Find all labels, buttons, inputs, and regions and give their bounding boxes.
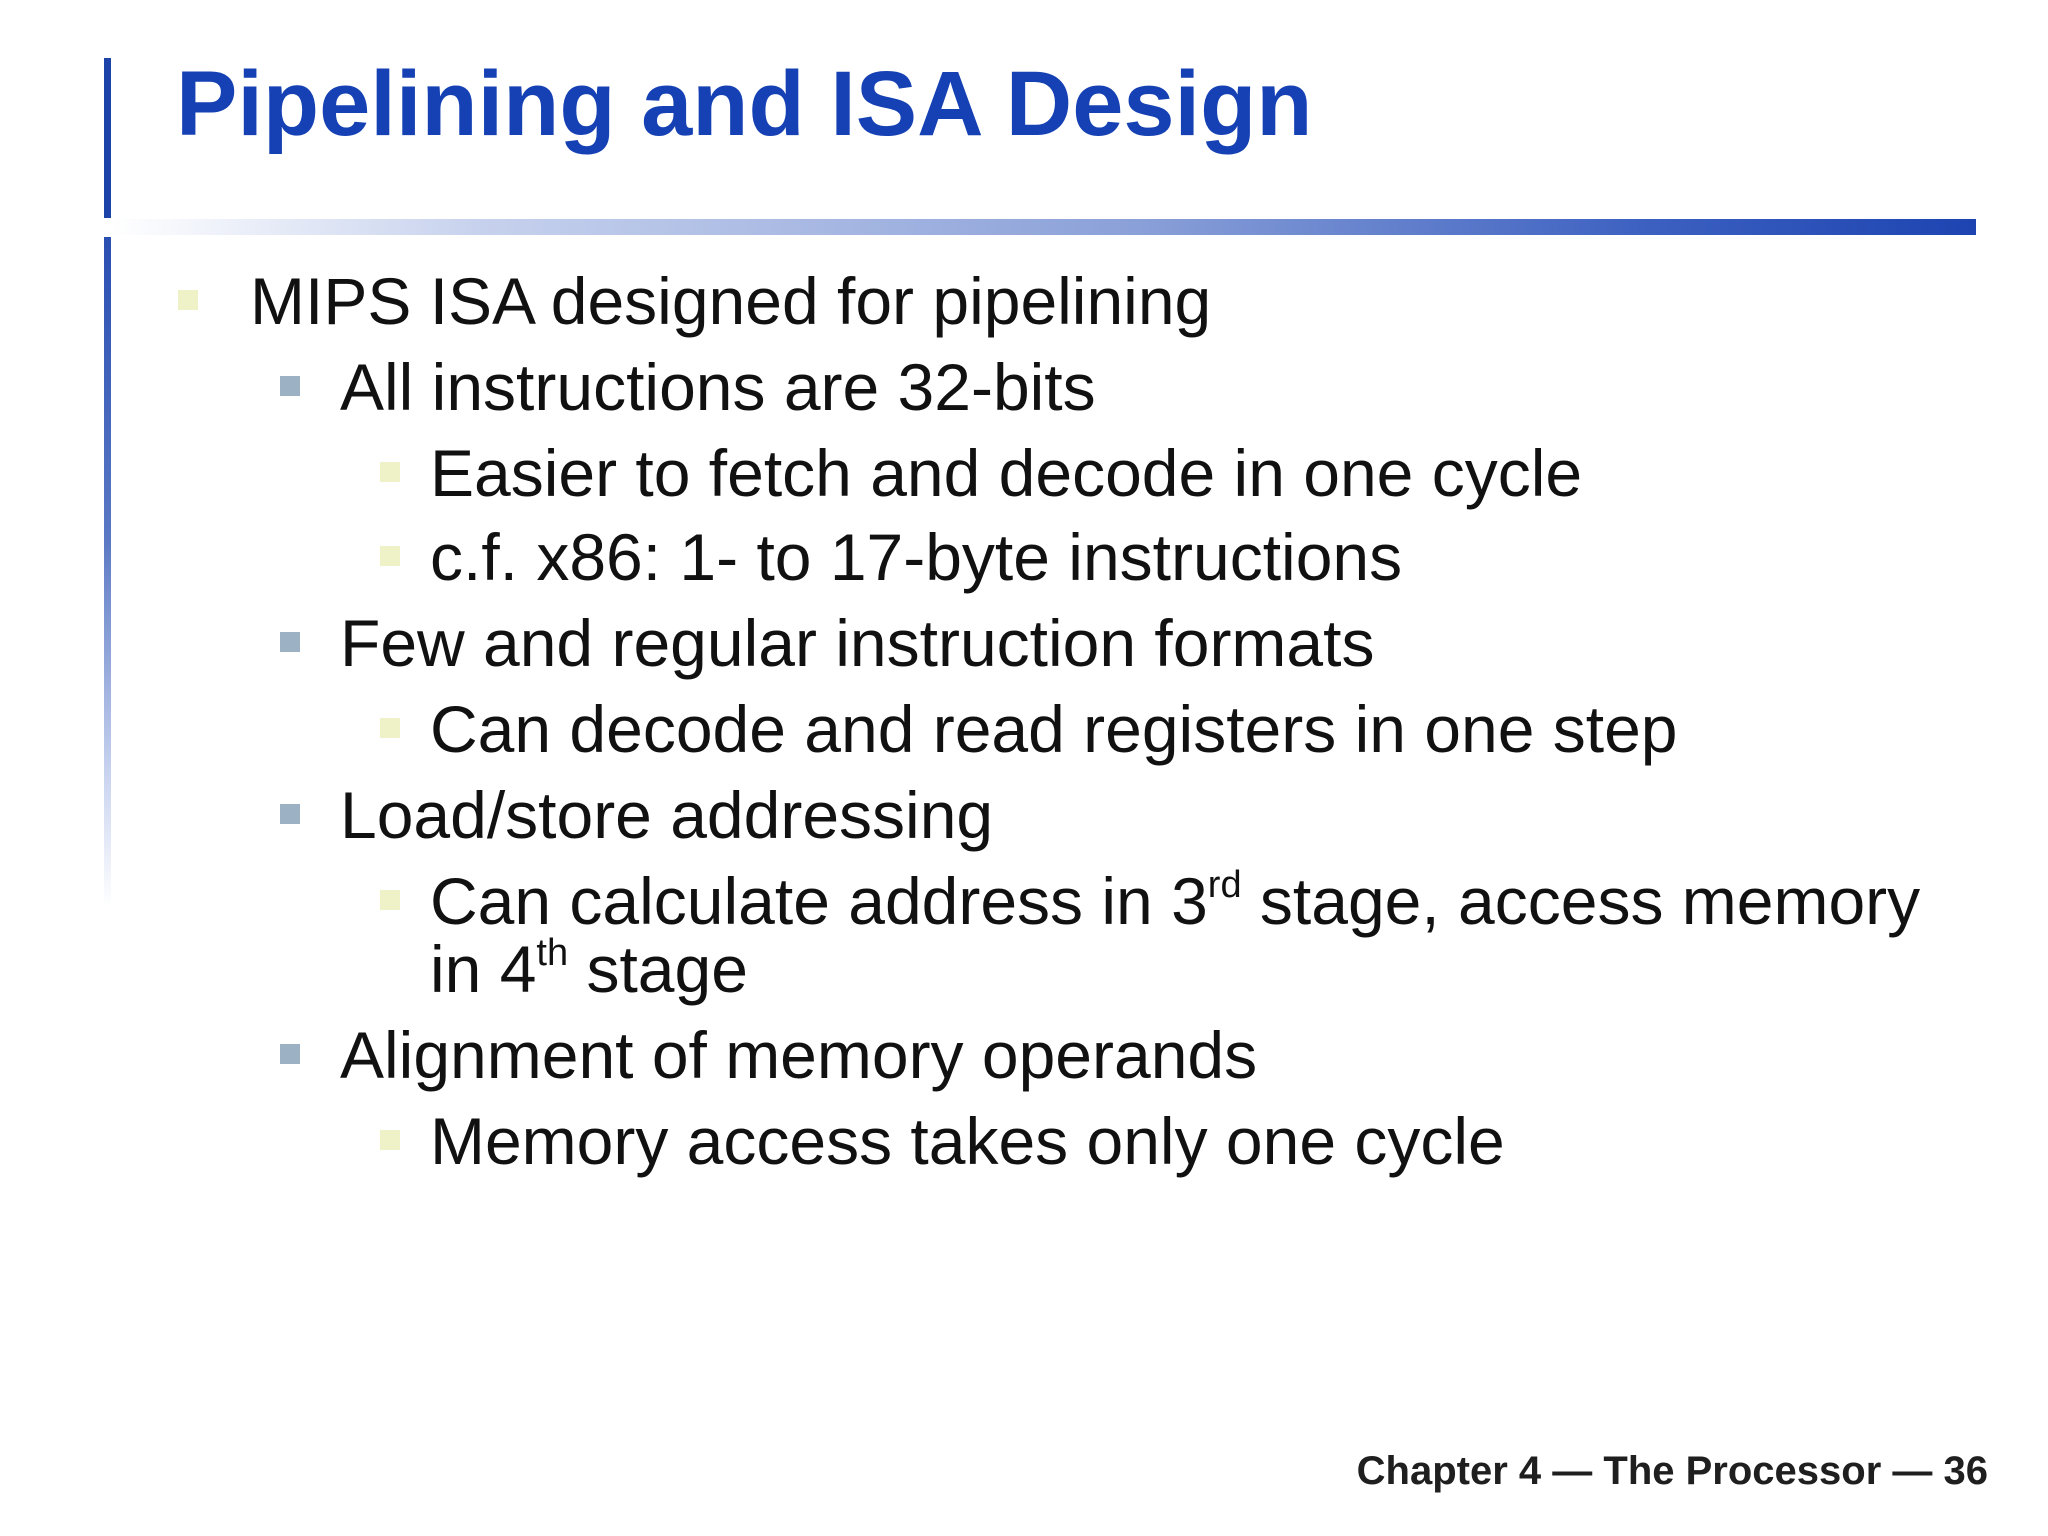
title-accent-bar <box>104 58 111 218</box>
bullet-item-10: Memory access takes only one cycle <box>430 1104 1505 1178</box>
bullet-item-8-line-1: Can calculate address in 3rd stage, acce… <box>430 866 1920 934</box>
bullet-item-5: Few and regular instruction formats <box>340 606 1375 680</box>
bullet-item-8-line-2-prefix: in 4 <box>430 932 537 1006</box>
ordinal-suffix-rd: rd <box>1207 864 1242 906</box>
slide-footer: Chapter 4 — The Processor — 36 <box>1356 1449 1988 1493</box>
square-bullet-icon <box>380 1130 400 1150</box>
bullet-item-4: c.f. x86: 1- to 17-byte instructions <box>430 520 1403 594</box>
square-bullet-icon <box>280 376 300 396</box>
bullet-item-7: Load/store addressing <box>340 778 994 852</box>
square-bullet-icon <box>380 718 400 738</box>
bullet-item-8-line-2: in 4th stage <box>430 934 748 1002</box>
ordinal-suffix-th: th <box>536 932 569 974</box>
title-underline-rule <box>111 219 1976 235</box>
bullet-item-2: All instructions are 32-bits <box>340 350 1096 424</box>
square-bullet-icon <box>380 890 400 910</box>
square-bullet-icon <box>178 290 198 310</box>
slide-title: Pipelining and ISA Design <box>176 53 1313 155</box>
square-bullet-icon <box>280 804 300 824</box>
bullet-item-8-line-2-suffix: stage <box>568 932 748 1006</box>
bullet-item-3: Easier to fetch and decode in one cycle <box>430 436 1583 510</box>
square-bullet-icon <box>280 632 300 652</box>
bullet-item-6: Can decode and read registers in one ste… <box>430 692 1678 766</box>
square-bullet-icon <box>280 1044 300 1064</box>
bullet-item-1: MIPS ISA designed for pipelining <box>250 264 1212 338</box>
square-bullet-icon <box>380 462 400 482</box>
bullet-item-8-line-1-prefix: Can calculate address in 3 <box>430 864 1208 938</box>
left-accent-rule <box>104 237 111 907</box>
bullet-item-8-line-1-suffix: stage, access memory <box>1241 864 1921 938</box>
square-bullet-icon <box>380 546 400 566</box>
bullet-item-9: Alignment of memory operands <box>340 1018 1258 1092</box>
